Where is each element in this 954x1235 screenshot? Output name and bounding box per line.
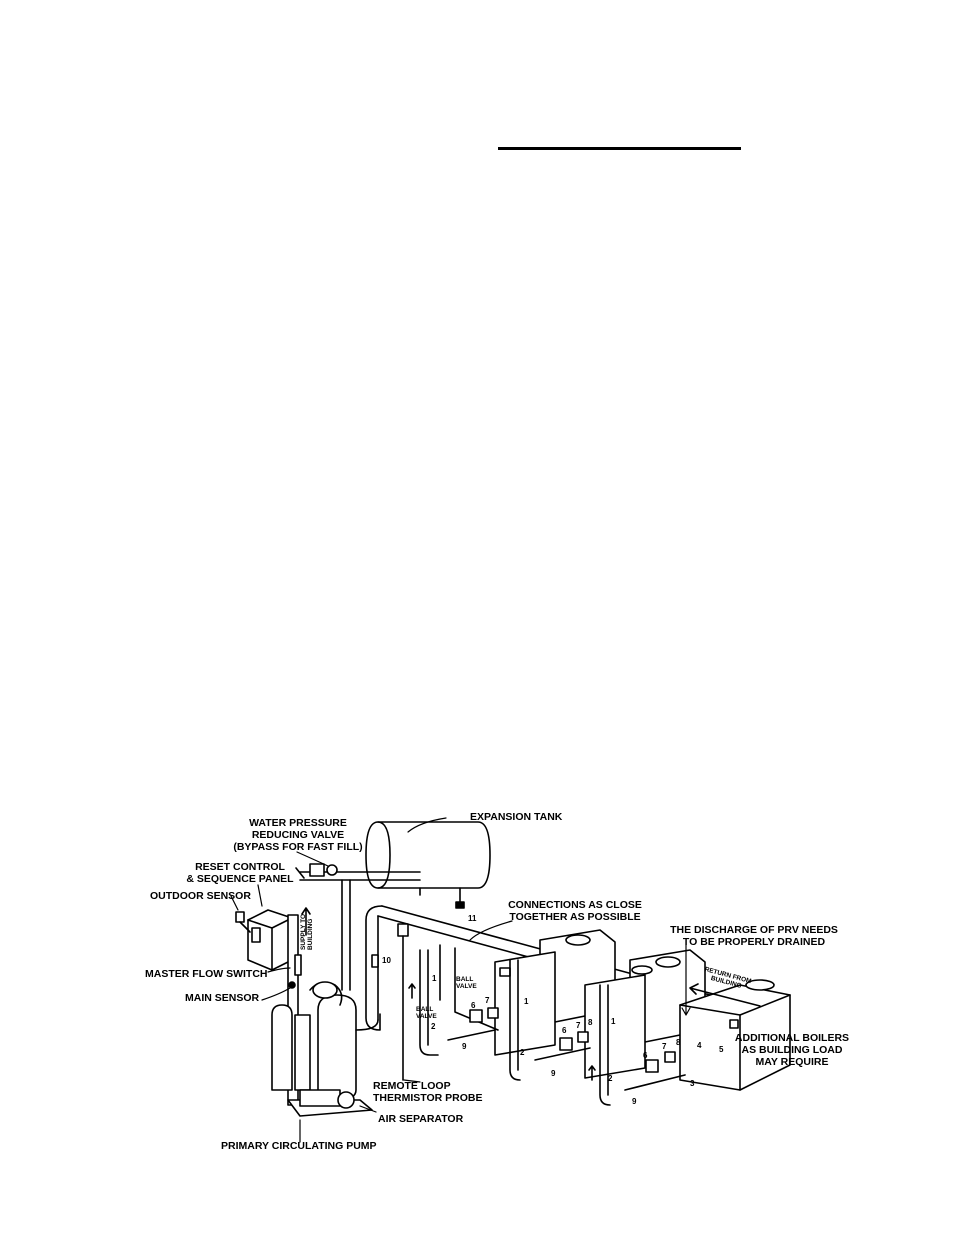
supply-line-2: BUILDING bbox=[307, 918, 314, 950]
prv-discharge-label: THE DISCHARGE OF PRV NEEDS TO BE PROPERL… bbox=[668, 924, 840, 948]
ref-10: 10 bbox=[382, 956, 391, 965]
additional-line-3: MAY REQUIRE bbox=[755, 1056, 829, 1068]
ref-2b: 2 bbox=[520, 1048, 525, 1057]
ref-1c: 1 bbox=[611, 1017, 616, 1026]
additional-boilers-label: ADDITIONAL BOILERS AS BUILDING LOAD MAY … bbox=[732, 1032, 852, 1068]
boiler-loops bbox=[408, 944, 686, 1106]
remote-loop-line-2: THERMISTOR PROBE bbox=[373, 1092, 483, 1104]
ball-valve-a-line-1: BALL bbox=[456, 976, 474, 983]
ball-valve-label-a: BALL VALVE bbox=[456, 976, 477, 990]
ref-8b: 8 bbox=[588, 1018, 593, 1027]
ref-3: 3 bbox=[690, 1079, 695, 1088]
ball-valve-label-b: BALL VALVE bbox=[416, 1006, 437, 1020]
primary-pump bbox=[271, 1004, 373, 1117]
fill-piping bbox=[295, 863, 421, 991]
ball-valve-b-line-1: BALL bbox=[416, 1006, 434, 1013]
ref-7c: 7 bbox=[662, 1042, 667, 1051]
supply-to-building-label: SUPPLY TO BUILDING bbox=[300, 914, 314, 950]
expansion-tank-label: EXPANSION TANK bbox=[470, 811, 563, 823]
remote-loop-line-1: REMOTE LOOP bbox=[373, 1080, 451, 1092]
ball-valve-b-line-2: VALVE bbox=[416, 1013, 437, 1020]
water-pressure-line-2: REDUCING VALVE bbox=[251, 829, 345, 841]
main-sensor-label: MAIN SENSOR bbox=[185, 992, 260, 1004]
ref-1b: 1 bbox=[524, 997, 529, 1006]
ref-6a: 6 bbox=[471, 1001, 476, 1010]
connections-label: CONNECTIONS AS CLOSE TOGETHER AS POSSIBL… bbox=[500, 899, 650, 923]
connections-line-1: CONNECTIONS AS CLOSE bbox=[508, 899, 642, 911]
ref-1a: 1 bbox=[432, 974, 437, 983]
air-separator bbox=[309, 981, 379, 1101]
ref-5: 5 bbox=[719, 1045, 724, 1054]
ball-valve-a-line-2: VALVE bbox=[456, 983, 477, 990]
header-rule bbox=[498, 147, 741, 150]
supply-line-1: SUPPLY TO bbox=[300, 913, 307, 950]
water-pressure-valve-label: WATER PRESSURE REDUCING VALVE (BYPASS FO… bbox=[228, 817, 368, 853]
ref-7a: 7 bbox=[485, 996, 490, 1005]
remote-loop-probe-label: REMOTE LOOP THERMISTOR PROBE bbox=[373, 1080, 482, 1104]
additional-line-1: ADDITIONAL BOILERS bbox=[734, 1032, 850, 1044]
ref-6b: 6 bbox=[562, 1026, 567, 1035]
prv-line-2: TO BE PROPERLY DRAINED bbox=[682, 936, 826, 948]
ref-9c: 9 bbox=[632, 1097, 637, 1106]
ref-11: 11 bbox=[468, 914, 477, 923]
ref-6c: 6 bbox=[643, 1051, 648, 1060]
water-pressure-line-3: (BYPASS FOR FAST FILL) bbox=[233, 841, 363, 853]
ref-2c: 2 bbox=[608, 1074, 613, 1083]
additional-line-2: AS BUILDING LOAD bbox=[741, 1044, 843, 1056]
reset-control-line-1: RESET CONTROL bbox=[195, 861, 285, 873]
ref-9a: 9 bbox=[462, 1042, 467, 1051]
outdoor-sensor-label: OUTDOOR SENSOR bbox=[150, 890, 251, 902]
ref-2a: 2 bbox=[431, 1022, 436, 1031]
water-pressure-line-1: WATER PRESSURE bbox=[249, 817, 347, 829]
leader-lines bbox=[230, 817, 691, 1143]
master-flow-switch-label: MASTER FLOW SWITCH bbox=[145, 968, 268, 980]
connections-line-2: TOGETHER AS POSSIBLE bbox=[509, 911, 641, 923]
primary-pump-label: PRIMARY CIRCULATING PUMP bbox=[221, 1140, 377, 1152]
reset-control-panel bbox=[235, 909, 293, 971]
return-arrow bbox=[689, 983, 761, 1007]
ref-7b: 7 bbox=[576, 1021, 581, 1030]
air-separator-label: AIR SEPARATOR bbox=[378, 1113, 464, 1125]
reset-control-label: RESET CONTROL & SEQUENCE PANEL bbox=[175, 861, 305, 885]
prv-line-1: THE DISCHARGE OF PRV NEEDS bbox=[670, 924, 838, 936]
ref-8c: 8 bbox=[676, 1038, 681, 1047]
ref-9b: 9 bbox=[551, 1069, 556, 1078]
ref-4: 4 bbox=[697, 1041, 702, 1050]
boiler-3 bbox=[679, 979, 791, 1091]
reset-control-line-2: & SEQUENCE PANEL bbox=[186, 873, 294, 885]
expansion-tank bbox=[365, 821, 491, 909]
